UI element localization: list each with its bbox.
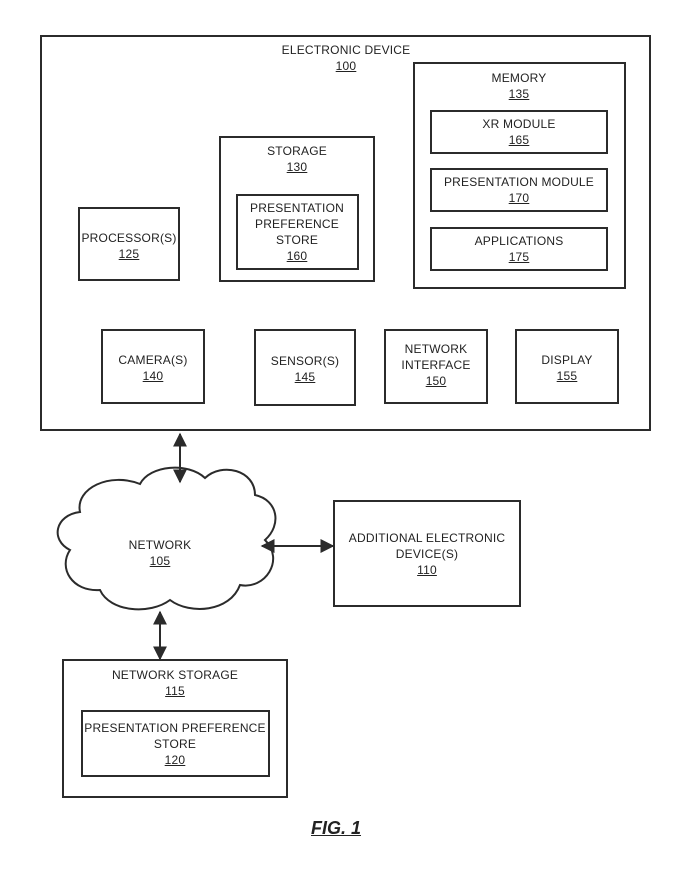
- cameras-label: CAMERA(S)140: [118, 353, 188, 383]
- presentation-module-box: [430, 168, 608, 212]
- figure-label: FIG. 1: [310, 818, 362, 838]
- presentation-preference-store-remote-label: PRESENTATION PREFERENCE STORE 120: [84, 721, 266, 767]
- network-interface-label: NETWORK INTERFACE 150: [401, 342, 471, 388]
- cameras-box: [101, 329, 205, 404]
- additional-device-box: [333, 500, 521, 607]
- applications-box: [430, 227, 608, 271]
- additional-device-label: ADDITIONAL ELECTRONIC DEVICE(S) 110: [348, 531, 506, 577]
- processors-box: [78, 207, 180, 281]
- processors-label: PROCESSOR(S)125: [81, 231, 177, 261]
- sensors-box: [254, 329, 356, 406]
- presentation-preference-store-local-label: PRESENTATION PREFERENCE STORE 160: [250, 201, 344, 263]
- xr-module-box: [430, 110, 608, 154]
- presentation-preference-store-local-box: [236, 194, 359, 270]
- display-box: [515, 329, 619, 404]
- sensors-label: SENSOR(S)145: [270, 354, 340, 384]
- network-interface-box: [384, 329, 488, 404]
- presentation-preference-store-remote-box: [81, 710, 270, 777]
- network-cloud: [56, 466, 277, 611]
